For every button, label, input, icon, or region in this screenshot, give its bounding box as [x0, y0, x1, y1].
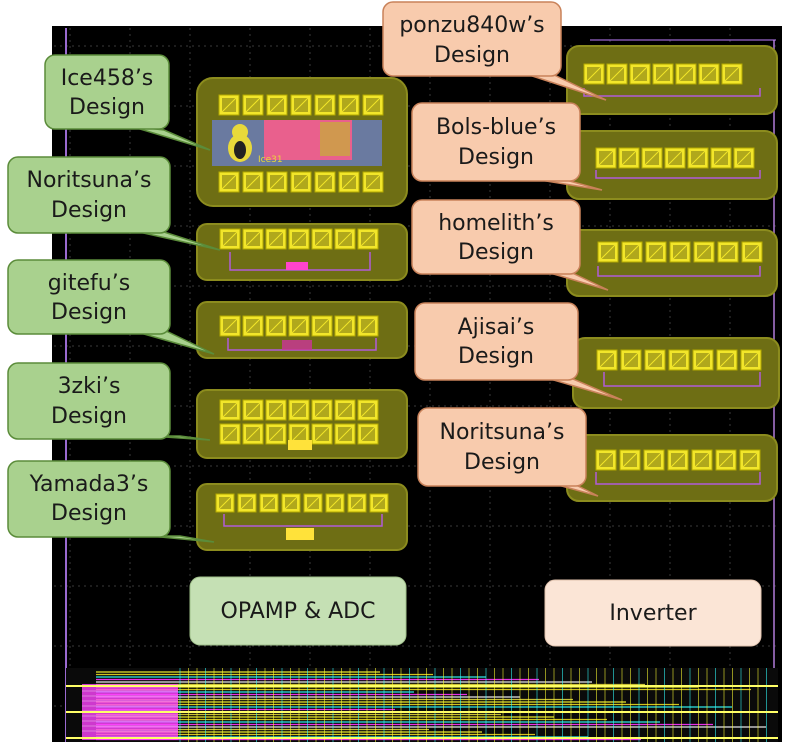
- callout-yamada3: Yamada3’s Design: [7, 460, 171, 538]
- penguin-logo-icon: [228, 124, 252, 162]
- callout-ponzu840w-line2: Design: [434, 43, 510, 68]
- pad-row: [219, 399, 379, 421]
- pad-row: [595, 147, 755, 169]
- callout-homelith-line1: homelith’s: [438, 211, 554, 236]
- callout-ajisai: Ajisai’s Design: [414, 302, 579, 381]
- block-noritsuna-right: [566, 434, 778, 502]
- callout-bols-blue-line1: Bols-blue’s: [436, 115, 556, 140]
- callout-yamada3-line1: Yamada3’s: [29, 472, 149, 497]
- ice31-logo-text: Ice31: [258, 155, 283, 165]
- pad-row: [595, 449, 761, 471]
- pad-row: [596, 349, 762, 371]
- pad-row: [219, 423, 379, 445]
- block-homelith: [566, 229, 778, 297]
- region-inverter: Inverter: [544, 579, 762, 647]
- bottom-routing-area: [66, 668, 778, 742]
- pad-row: [218, 171, 384, 193]
- block-ice458: Ice31: [196, 77, 408, 207]
- callout-ajisai-line2: Design: [458, 344, 534, 369]
- inverter-label: Inverter: [609, 601, 697, 626]
- callout-ice458-line2: Design: [69, 95, 145, 120]
- callout-ice458: Ice458’s Design: [44, 54, 170, 130]
- callout-ice458-line1: Ice458’s: [61, 66, 154, 91]
- region-opamp-adc: OPAMP & ADC: [189, 576, 407, 646]
- callout-noritsuna-left-line1: Noritsuna’s: [27, 168, 152, 193]
- callout-gitefu-line2: Design: [51, 300, 127, 325]
- callout-3zki: 3zki’s Design: [7, 362, 171, 440]
- callout-yamada3-line2: Design: [51, 501, 127, 526]
- block-bols-blue: [566, 130, 778, 200]
- block-3zki: [196, 389, 408, 459]
- callout-3zki-line2: Design: [51, 404, 127, 429]
- block-gitefu: [196, 301, 408, 359]
- block-ajisai: [572, 337, 780, 409]
- callout-gitefu-line1: gitefu’s: [48, 271, 130, 296]
- callout-bols-blue-line2: Design: [458, 145, 534, 170]
- callout-ajisai-line1: Ajisai’s: [458, 315, 535, 340]
- block-yamada3: [196, 483, 408, 551]
- callout-ponzu840w: ponzu840w’s Design: [382, 1, 562, 77]
- pad-row: [215, 493, 389, 513]
- pad-row: [219, 315, 379, 337]
- pad-row: [218, 94, 384, 116]
- opamp-adc-label: OPAMP & ADC: [221, 599, 376, 624]
- callout-bols-blue: Bols-blue’s Design: [411, 102, 581, 182]
- callout-homelith: homelith’s Design: [411, 199, 581, 275]
- callout-homelith-line2: Design: [458, 240, 534, 265]
- pad-row: [583, 63, 743, 85]
- callout-ponzu840w-line1: ponzu840w’s: [399, 13, 544, 38]
- callout-noritsuna-right: Noritsuna’s Design: [417, 407, 587, 487]
- callout-noritsuna-left-line2: Design: [51, 198, 127, 223]
- pad-row: [597, 241, 763, 263]
- callout-noritsuna-right-line2: Design: [464, 450, 540, 475]
- callout-3zki-line1: 3zki’s: [58, 374, 121, 399]
- pad-row: [219, 228, 379, 250]
- callout-noritsuna-left: Noritsuna’s Design: [7, 156, 171, 234]
- callout-noritsuna-right-line1: Noritsuna’s: [440, 420, 565, 445]
- callout-gitefu: gitefu’s Design: [7, 259, 171, 335]
- block-ponzu840w: [566, 45, 778, 115]
- block-noritsuna-left: [196, 223, 408, 281]
